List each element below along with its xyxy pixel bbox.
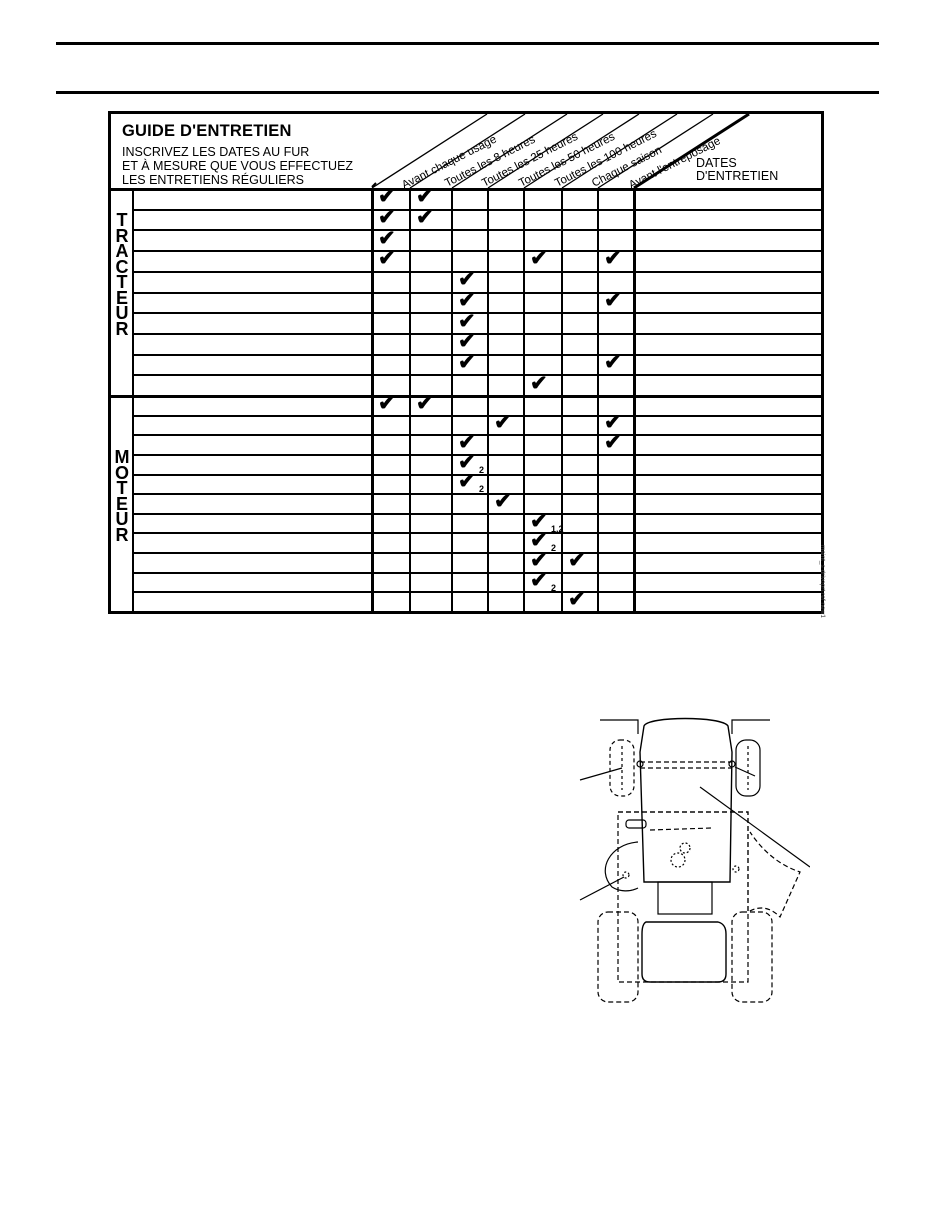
moteur-row-line [133, 454, 821, 456]
section-letter: O [114, 462, 129, 483]
moteur-row-line [133, 493, 821, 495]
chart-subtitle-1: INSCRIVEZ LES DATES AU FUR [122, 145, 310, 159]
moteur-check-mark: ✔ [458, 431, 476, 454]
moteur-note: 2 [551, 543, 557, 553]
moteur-check-mark: ✔ [416, 392, 434, 415]
dates-header: DATES D'ENTRETIEN [696, 157, 778, 183]
tracteur-row-line [133, 312, 821, 314]
header-bottom-line [111, 188, 821, 191]
moteur-row-line [133, 415, 821, 417]
moteur-check-mark: ✔ [378, 392, 396, 415]
tracteur-check-mark: ✔ [604, 247, 622, 270]
tracteur-check-mark: ✔ [530, 247, 548, 270]
column-line [633, 188, 636, 611]
moteur-check-mark: ✔ [530, 549, 548, 572]
moteur-note: 2 [479, 465, 485, 475]
tracteur-row-line [133, 271, 821, 273]
moteur-check-mark: ✔ [530, 529, 548, 552]
section-letter: T [116, 478, 128, 498]
moteur-row-line [133, 513, 821, 515]
tracteur-check-mark: ✔ [458, 289, 476, 312]
section-letter: C [115, 256, 129, 277]
tracteur-check-mark: ✔ [378, 247, 396, 270]
moteur-check-mark: ✔ [604, 411, 622, 434]
section-letter: R [115, 225, 129, 246]
header-rule [56, 91, 879, 94]
tracteur-check-mark: ✔ [458, 351, 476, 374]
section-label-column-line [132, 188, 134, 611]
tracteur-check-mark: ✔ [378, 206, 396, 229]
moteur-row-line [133, 591, 821, 593]
tracteur-check-mark: ✔ [378, 227, 396, 250]
tracteur-row-line [133, 333, 821, 335]
moteur-check-mark: ✔ [458, 470, 476, 493]
section-divider-line [111, 395, 821, 398]
section-letter: A [115, 241, 129, 261]
dates-header-line-2: D'ENTRETIEN [696, 169, 779, 183]
column-line [371, 188, 374, 611]
section-letter: U [115, 303, 129, 323]
moteur-check-mark: ✔ [494, 411, 512, 434]
moteur-check-mark: ✔ [568, 549, 586, 572]
tracteur-check-mark: ✔ [458, 268, 476, 291]
tracteur-check-mark: ✔ [530, 372, 548, 395]
tracteur-row-line [133, 292, 821, 294]
maintenance-chart [108, 111, 824, 614]
moteur-note: 2 [479, 484, 485, 494]
tracteur-check-mark: ✔ [416, 206, 434, 229]
chart-subtitle-3: LES ENTRETIENS RÉGULIERS [122, 173, 304, 187]
moteur-check-mark: ✔ [568, 588, 586, 611]
tracteur-row-line [133, 374, 821, 376]
section-letter: E [115, 493, 128, 514]
moteur-row-line [133, 552, 821, 554]
section-letter: R [115, 318, 129, 339]
moteur-check-mark: ✔ [458, 451, 476, 474]
section-letter: M [114, 447, 130, 467]
moteur-check-mark: ✔ [530, 569, 548, 592]
moteur-check-mark: ✔ [530, 510, 548, 533]
moteur-row-line [133, 572, 821, 574]
column-line [561, 188, 563, 611]
moteur-check-mark: ✔ [604, 431, 622, 454]
column-line [409, 188, 411, 611]
moteur-row-line [133, 434, 821, 436]
moteur-note: 1,2 [551, 524, 564, 534]
tracteur-check-mark: ✔ [604, 289, 622, 312]
moteur-row-line [133, 474, 821, 476]
tracteur-check-mark: ✔ [458, 310, 476, 333]
moteur-note: 2 [551, 583, 557, 593]
section-letter: R [115, 524, 129, 545]
tracteur-row-line [133, 209, 821, 211]
chart-credit: maint_s drivoprt ref new1 [819, 545, 826, 618]
section-letter: T [116, 272, 128, 292]
top-rule [56, 42, 879, 45]
column-line [451, 188, 453, 611]
tracteur-row-line [133, 229, 821, 231]
tractor-top-view-diagram [579, 717, 810, 1003]
tracteur-row-line [133, 354, 821, 356]
moteur-row-line [133, 532, 821, 534]
tracteur-check-mark: ✔ [416, 185, 434, 208]
tracteur-check-mark: ✔ [604, 351, 622, 374]
section-letter: T [116, 210, 128, 230]
tracteur-row-line [133, 250, 821, 252]
column-line [523, 188, 525, 611]
moteur-check-mark: ✔ [494, 490, 512, 513]
section-letter: U [115, 509, 129, 529]
chart-title: GUIDE D'ENTRETIEN [122, 122, 292, 140]
tracteur-check-mark: ✔ [458, 330, 476, 353]
section-letter: E [115, 287, 128, 308]
tracteur-check-mark: ✔ [378, 185, 396, 208]
column-line [597, 188, 599, 611]
chart-subtitle-2: ET À MESURE QUE VOUS EFFECTUEZ [122, 159, 354, 173]
column-line [487, 188, 489, 611]
